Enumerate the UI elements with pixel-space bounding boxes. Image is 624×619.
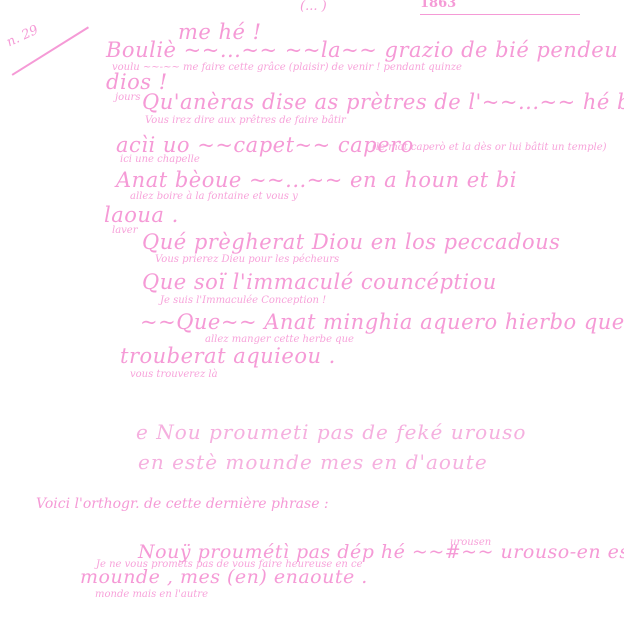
footer-line1-gloss: Je ne vous promets pas de vous faire heu… <box>96 559 363 570</box>
document-number: n. 29 <box>4 22 41 51</box>
line-me-he: me hé ! <box>178 20 262 44</box>
line-que-pregherat-gloss: Vous prierez Dieu pour les pécheurs <box>155 254 340 265</box>
line-anat-minghia: ~~Que~~ Anat minghia aquero hierbo que <box>140 310 624 334</box>
line-anat-minghia-gloss: allez manger cette herbe que <box>205 334 354 345</box>
line-laoua: laoua . <box>104 203 179 227</box>
line-quaneras-gloss: Vous irez dire aux prêtres de faire bâti… <box>145 115 346 126</box>
line-que-soi-gloss: Je suis l'Immaculée Conception ! <box>160 295 327 306</box>
faded-line-2: en estè mounde mes en d'aoute <box>138 450 488 474</box>
line-text: Bouliè ~~...~~ ~~la~~ grazio de bié pend… <box>106 38 624 62</box>
line-acii-gloss: ici une chapelle <box>120 154 200 165</box>
footer-line2-gloss: monde mais en l'autre <box>95 589 208 600</box>
line-trouberat: trouberat aquieou . <box>120 344 336 368</box>
line-anat-beoue-gloss: allez boire à la fontaine et vous y <box>130 191 298 202</box>
footer-line1: Nouÿ proumétì pas dép hé ~~#~~ urouso-en… <box>138 541 624 563</box>
header-underline <box>420 14 580 15</box>
line-que-pregherat: Qué prègherat Diou en los peccadous <box>142 230 561 254</box>
line-bouli: Bouliè ~~...~~ ~~la~~ grazio de bié pend… <box>106 40 624 61</box>
line-trouberat-gloss: vous trouverez là <box>130 369 218 380</box>
footer-intro: Voici l'orthogr. de cette dernière phras… <box>36 496 329 512</box>
header-date: 1863 <box>420 0 457 11</box>
footer-line1-gloss-above: urousen <box>450 537 492 548</box>
faded-line-1: e Nou proumeti pas de feké urouso <box>136 420 527 444</box>
top-mark: (... ) <box>300 0 327 14</box>
line-acii: acìi uo ~~capet~~ capero <box>116 133 414 157</box>
line-laoua-gloss: laver <box>112 225 138 236</box>
line-dios-gloss: jours <box>115 92 141 103</box>
line-que-soi: Que soï l'immaculé councéptiou <box>142 270 497 294</box>
line-dios: dios ! <box>106 70 168 94</box>
line-quaneras: Qu'anèras dise as prètres de l'~~...~~ h… <box>142 90 624 114</box>
line-bouli-gloss: voulu ~~-~~ me faire cette grâce (plaisi… <box>112 62 462 73</box>
footer-line2: mounde , mes (en) enaoute . <box>80 566 368 588</box>
line-acii-note: (le mot caperò et la dès or lui bâtit un… <box>372 142 607 153</box>
line-anat-beoue: Anat bèoue ~~...~~ en a houn et bi <box>116 168 517 192</box>
